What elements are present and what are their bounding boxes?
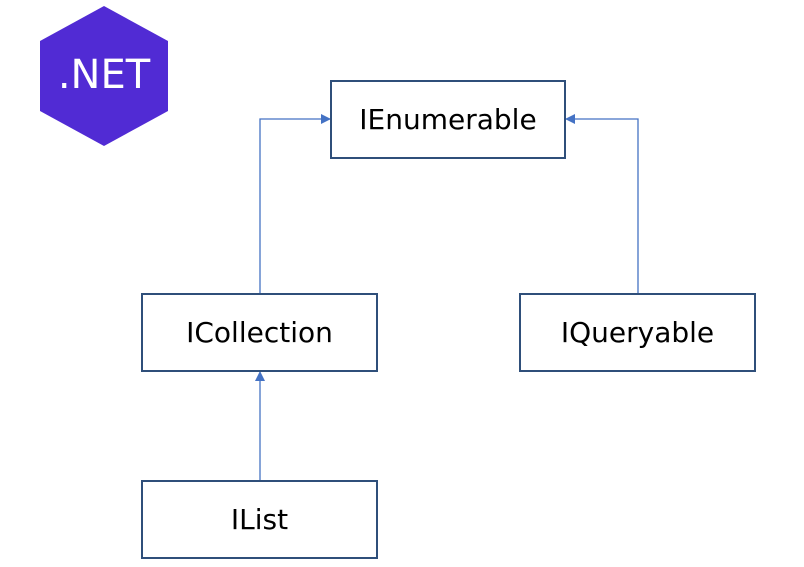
- edge-iqueryable-to-ienumerable: [565, 114, 639, 293]
- node-label: IEnumerable: [359, 103, 537, 136]
- node-label: IQueryable: [560, 316, 715, 349]
- logo-text: .NET: [57, 52, 151, 98]
- dotnet-logo: .NET: [40, 6, 168, 146]
- edge-icollection-to-ienumerable: [259, 114, 331, 293]
- node-ienumerable: IEnumerable: [330, 80, 566, 159]
- hexagon-icon: [40, 6, 168, 146]
- node-label: ICollection: [186, 316, 333, 349]
- node-label: IList: [230, 503, 289, 536]
- node-icollection: ICollection: [141, 293, 378, 372]
- node-iqueryable: IQueryable: [519, 293, 756, 372]
- node-ilist: IList: [141, 480, 378, 559]
